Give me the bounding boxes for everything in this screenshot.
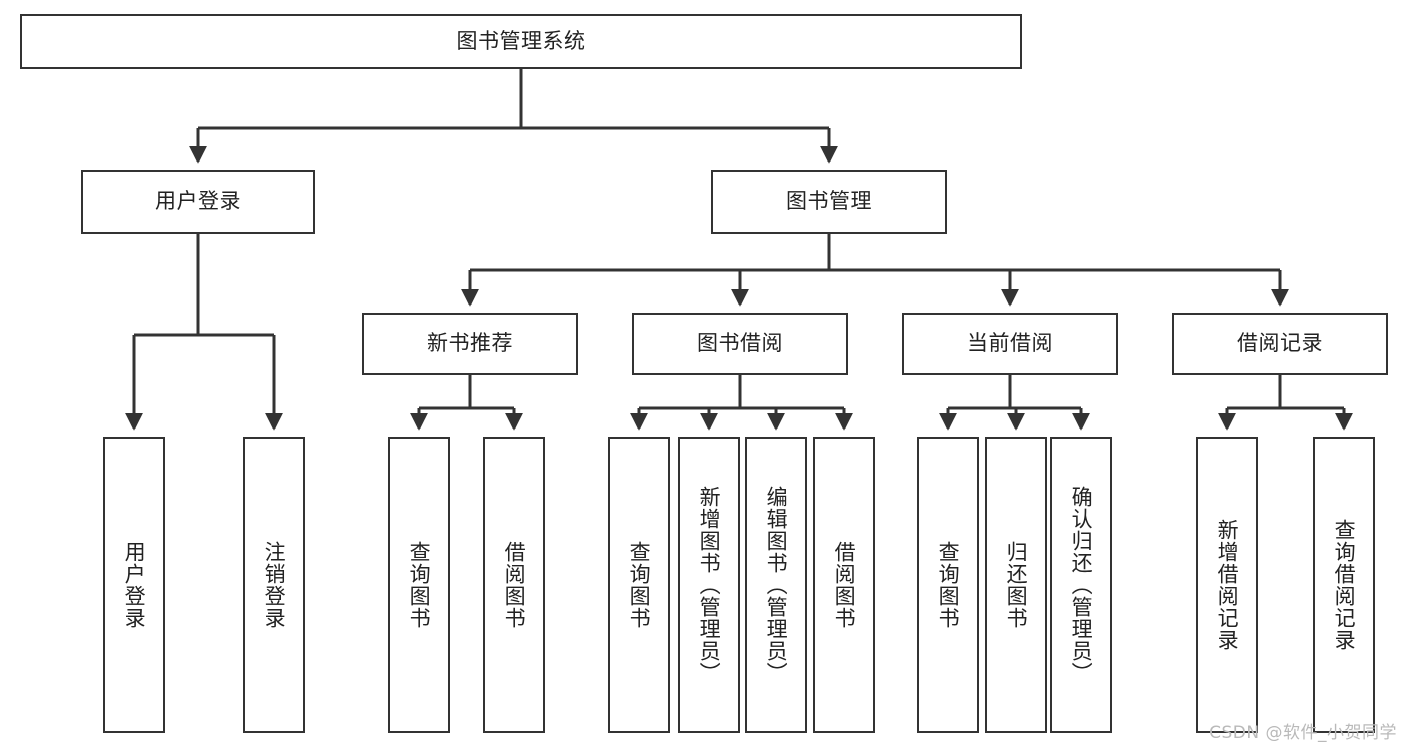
watermark-text: CSDN @软件_小贺同学 (1209, 723, 1397, 743)
node-leaf-query-book-borrow[interactable]: 查询图书 (608, 437, 670, 733)
node-new-book-recommend[interactable]: 新书推荐 (362, 313, 578, 375)
node-leaf-add-borrow-record[interactable]: 新增借阅记录 (1196, 437, 1258, 733)
node-new-book-recommend-label: 新书推荐 (427, 331, 513, 356)
node-leaf-query-borrow-record-label: 查询借阅记录 (1332, 519, 1357, 651)
node-leaf-query-book-current-label: 查询图书 (936, 541, 961, 629)
node-borrow-record-label: 借阅记录 (1237, 331, 1323, 356)
node-leaf-user-login-label: 用户登录 (122, 541, 147, 629)
node-book-borrow[interactable]: 图书借阅 (632, 313, 848, 375)
node-root-label: 图书管理系统 (456, 28, 586, 53)
node-leaf-query-borrow-record[interactable]: 查询借阅记录 (1313, 437, 1375, 733)
node-leaf-borrow-book-borrow-label: 借阅图书 (832, 541, 857, 629)
node-leaf-return-book[interactable]: 归还图书 (985, 437, 1047, 733)
node-leaf-borrow-book-borrow[interactable]: 借阅图书 (813, 437, 875, 733)
node-leaf-logout-label: 注销登录 (262, 541, 287, 629)
node-leaf-query-book-new-label: 查询图书 (407, 541, 432, 629)
node-book-manage-label: 图书管理 (786, 189, 872, 214)
node-leaf-query-book-borrow-label: 查询图书 (627, 541, 652, 629)
node-leaf-return-book-label: 归还图书 (1004, 541, 1029, 629)
node-leaf-edit-book-admin[interactable]: 编辑图书（管理员） (745, 437, 807, 733)
node-book-manage[interactable]: 图书管理 (711, 170, 947, 234)
node-leaf-query-book-new[interactable]: 查询图书 (388, 437, 450, 733)
node-leaf-query-book-current[interactable]: 查询图书 (917, 437, 979, 733)
node-leaf-confirm-return[interactable]: 确认归还（管理员） (1050, 437, 1112, 733)
node-leaf-edit-book-admin-label: 编辑图书（管理员） (764, 486, 789, 684)
node-leaf-confirm-return-label: 确认归还（管理员） (1069, 486, 1094, 684)
node-book-borrow-label: 图书借阅 (697, 331, 783, 356)
node-root[interactable]: 图书管理系统 (20, 14, 1022, 69)
node-user-login[interactable]: 用户登录 (81, 170, 315, 234)
node-user-login-label: 用户登录 (155, 189, 241, 214)
node-current-borrow[interactable]: 当前借阅 (902, 313, 1118, 375)
node-leaf-add-borrow-record-label: 新增借阅记录 (1215, 519, 1240, 651)
node-leaf-add-book-admin[interactable]: 新增图书（管理员） (678, 437, 740, 733)
node-current-borrow-label: 当前借阅 (967, 331, 1053, 356)
node-leaf-borrow-book-new[interactable]: 借阅图书 (483, 437, 545, 733)
node-leaf-user-login[interactable]: 用户登录 (103, 437, 165, 733)
node-leaf-logout[interactable]: 注销登录 (243, 437, 305, 733)
node-leaf-add-book-admin-label: 新增图书（管理员） (697, 486, 722, 684)
node-borrow-record[interactable]: 借阅记录 (1172, 313, 1388, 375)
node-leaf-borrow-book-new-label: 借阅图书 (502, 541, 527, 629)
